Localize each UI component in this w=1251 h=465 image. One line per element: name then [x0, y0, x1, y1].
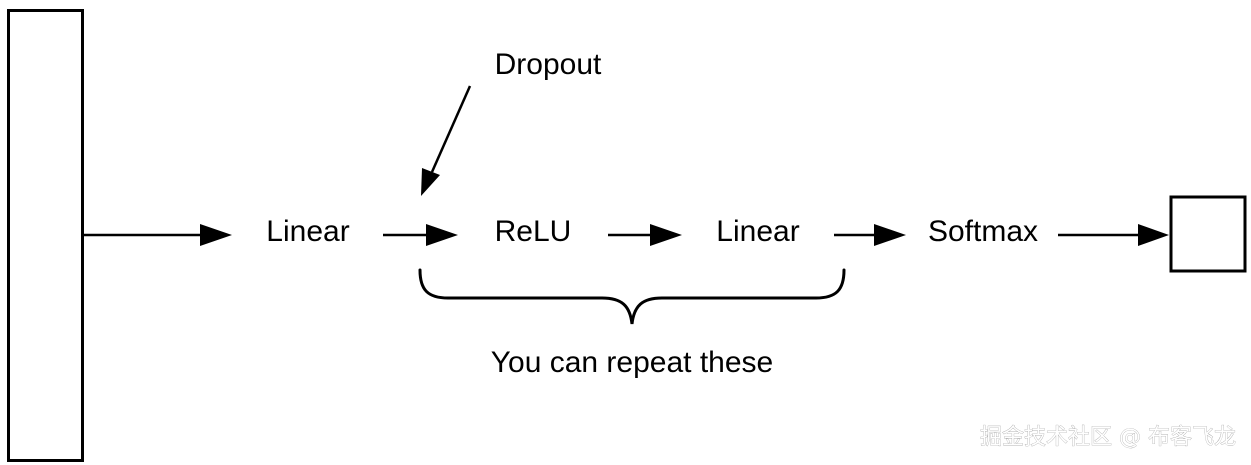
arrow-linear-to-softmax	[834, 224, 906, 246]
dropout-arrow	[421, 85, 472, 196]
repeat-note: You can repeat these	[491, 346, 773, 379]
arrow-linear-to-relu	[383, 224, 458, 246]
output-box	[1169, 195, 1247, 273]
dropout-label: Dropout	[495, 48, 602, 81]
repeat-brace	[418, 268, 846, 325]
arrow-softmax-to-output	[1058, 224, 1169, 246]
node-relu: ReLU	[495, 215, 572, 248]
node-softmax: Softmax	[928, 215, 1038, 248]
input-vector-box	[7, 9, 84, 462]
arrow-input-to-linear	[84, 224, 232, 246]
arrow-relu-to-linear	[608, 224, 682, 246]
node-linear-2: Linear	[716, 215, 799, 248]
node-linear-1: Linear	[266, 215, 349, 248]
watermark-text: 掘金技术社区 @ 布客飞龙	[980, 425, 1236, 450]
